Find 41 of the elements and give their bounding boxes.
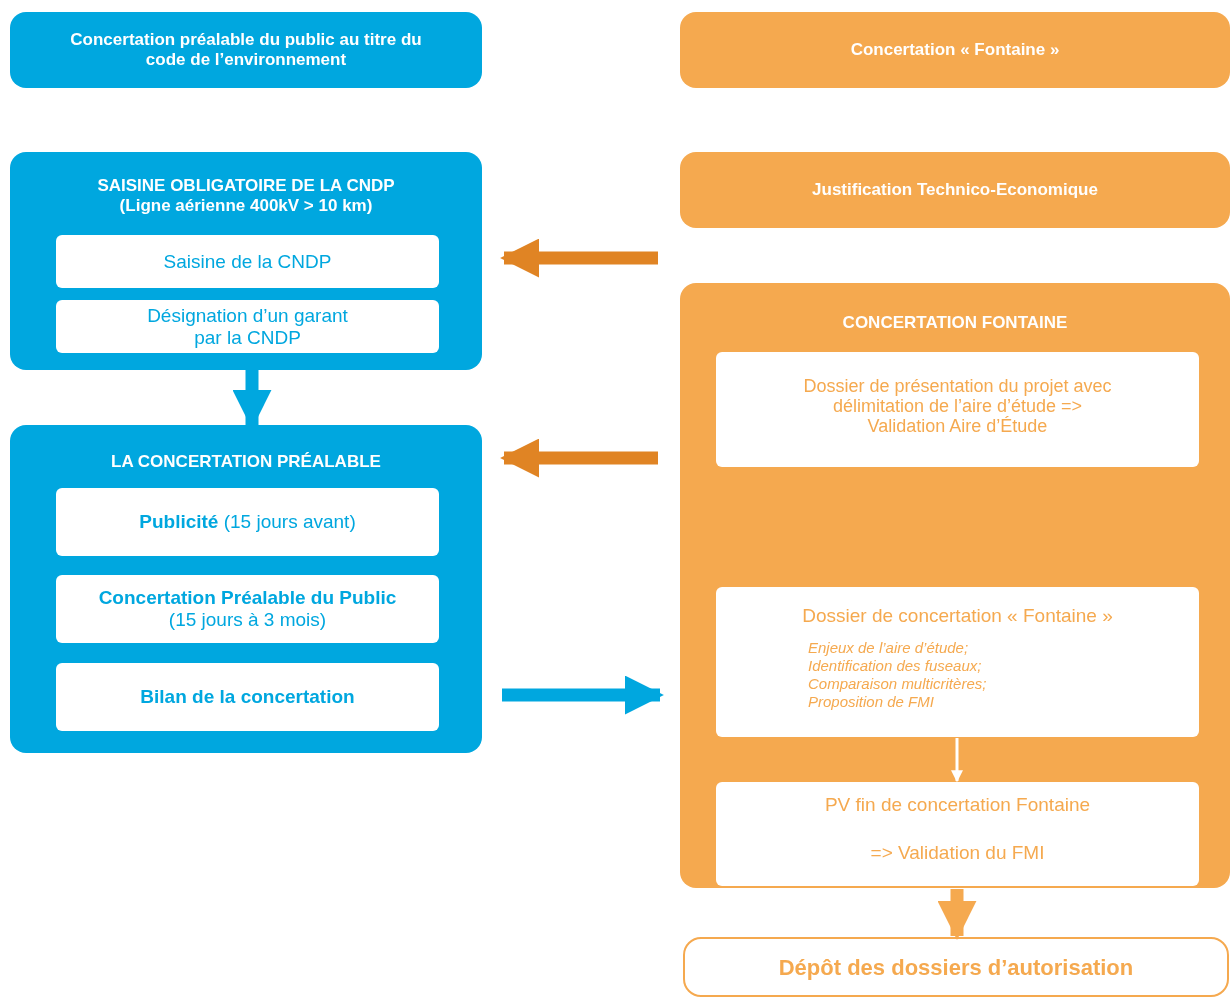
arrow bbox=[502, 675, 664, 715]
outcome-box bbox=[683, 937, 1229, 997]
arrow bbox=[500, 438, 658, 478]
node-text: (15 jours à 3 mois) bbox=[168, 609, 327, 631]
node-text: Dossier de présentation du projet avec délimitation de l’aire d’étude => Validation Aire d’Étude bbox=[802, 376, 1113, 436]
node-text: LA CONCERTATION PRÉALABLE bbox=[111, 452, 381, 472]
header-box bbox=[680, 12, 1230, 88]
node-text: => Validation du FMI bbox=[870, 842, 1045, 864]
node-text: Identification des fuseaux; bbox=[807, 657, 982, 675]
node-text: CONCERTATION FONTAINE bbox=[842, 313, 1068, 333]
node-text: SAISINE OBLIGATOIRE DE LA CNDP (Ligne aérienne 400kV > 10 km) bbox=[96, 176, 396, 216]
group-panel bbox=[680, 283, 1230, 888]
step-box bbox=[56, 663, 439, 731]
group-panel bbox=[10, 152, 482, 370]
node-text: Comparaison multicritères; bbox=[807, 675, 987, 693]
node-text: Bilan de la concertation bbox=[140, 686, 355, 708]
node-text: Concertation Préalable du Public bbox=[98, 587, 397, 609]
node-text: Enjeux de l’aire d’étude; bbox=[807, 639, 969, 657]
node-text: Dépôt des dossiers d’autorisation bbox=[778, 953, 1134, 982]
step-box bbox=[716, 782, 1199, 886]
arrow bbox=[937, 889, 977, 940]
step-box bbox=[716, 587, 1199, 737]
node-text: Dossier de concertation « Fontaine » bbox=[802, 605, 1113, 627]
arrow bbox=[500, 238, 658, 278]
node-text: Concertation « Fontaine » bbox=[850, 40, 1060, 60]
step-box bbox=[56, 235, 439, 288]
node-text: Publicité (15 jours avant) bbox=[139, 511, 356, 533]
node-text: Saisine de la CNDP bbox=[163, 250, 332, 273]
node-text: Désignation d’un garant par la CNDP bbox=[146, 304, 349, 349]
step-box bbox=[680, 152, 1230, 228]
group-panel bbox=[10, 425, 482, 753]
node-text: Concertation préalable du public au titre du code de l’environnement bbox=[70, 30, 422, 70]
node-text: PV fin de concertation Fontaine bbox=[824, 794, 1091, 816]
node-text: Proposition de FMI bbox=[807, 693, 934, 711]
step-box bbox=[56, 300, 439, 353]
step-box bbox=[56, 575, 439, 643]
step-box bbox=[716, 352, 1199, 467]
node-text: Justification Technico-Economique bbox=[812, 180, 1098, 200]
header-box bbox=[10, 12, 482, 88]
step-box bbox=[56, 488, 439, 556]
arrow bbox=[951, 738, 963, 783]
